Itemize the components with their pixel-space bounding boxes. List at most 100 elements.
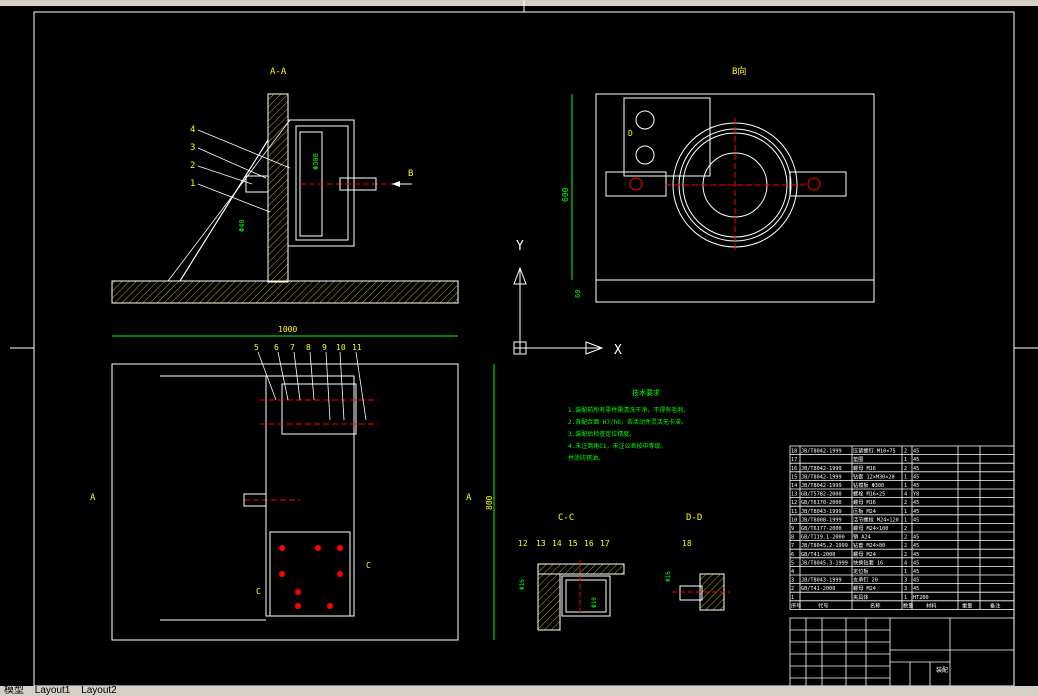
svg-text:11: 11	[352, 343, 362, 352]
bolt-holes	[279, 545, 343, 609]
balloons-top: 5 6 7 8 9 10 11	[254, 343, 362, 352]
bom-cell-name: 钻套 M24×80	[853, 541, 885, 549]
svg-text:14: 14	[552, 539, 562, 548]
bom-cell-name: 定位板	[853, 567, 869, 575]
bom-cell-name: 螺母 M16	[853, 498, 876, 506]
bom-cell-qty: 2	[904, 543, 907, 549]
bom-cell-code: JB/T8042-1999	[801, 474, 842, 480]
title-block: 装配	[789, 617, 1015, 687]
bom-cell-code: GB/T6170-2000	[801, 500, 842, 506]
svg-text:7: 7	[290, 343, 295, 352]
svg-text:12: 12	[518, 539, 528, 548]
bom-cell-material: 45	[913, 569, 919, 575]
bom-cell-no: 5	[791, 560, 794, 566]
bom-cell-no: 3	[791, 578, 794, 584]
bom-cell-name: 支承钉 20	[853, 576, 878, 584]
bom-cell-code: GB/T41-2000	[801, 586, 835, 592]
bom-cell-name: 螺母 M16	[853, 464, 876, 472]
bom-cell-no: 11	[791, 509, 797, 515]
bom-cell-no: 6	[791, 552, 794, 558]
bom-cell-code: JB/T8042-1999	[801, 466, 842, 472]
section-a-right: A	[466, 493, 472, 503]
svg-text:3.装配后检查定位精度。: 3.装配后检查定位精度。	[568, 430, 635, 438]
section-aa-view[interactable]: A-A Φ308 Φ40 B 4 3 2 1	[111, 67, 459, 304]
svg-text:10: 10	[336, 343, 346, 352]
section-c-mark: C	[366, 561, 371, 570]
bom-cell-qty: 3	[904, 578, 907, 584]
svg-text:3: 3	[190, 143, 195, 153]
section-c-mark-2: C	[256, 587, 261, 596]
axis-x-label: X	[614, 343, 622, 358]
bom-cell-code: GB/T41-2000	[801, 552, 835, 558]
svg-text:6: 6	[274, 343, 279, 352]
bom-cell-material: Y8	[913, 492, 919, 498]
svg-text:并涂防锈油。: 并涂防锈油。	[568, 454, 604, 462]
bom-cell-qty: 1	[904, 517, 907, 523]
bom-cell-code: JB/T8042-1999	[801, 483, 842, 489]
bom-cell-material: 45	[913, 586, 919, 592]
bom-cell-no: 4	[791, 569, 794, 575]
section-aa-label: A-A	[270, 67, 287, 77]
dim-60: 60	[574, 290, 582, 298]
bom-cell-name: 活节螺栓 M24×120	[853, 515, 899, 523]
tech-requirements: 技术要求 1.装配前所有零件需清洗干净，不得有毛刺。 2.各配合面 H7/h6，…	[568, 388, 689, 462]
svg-text:技术要求: 技术要求	[632, 388, 660, 397]
dim-600: 600	[561, 187, 570, 202]
svg-text:16: 16	[584, 539, 594, 548]
bom-header-note: 备注	[990, 601, 1000, 609]
drill-plate-assembly	[287, 119, 355, 247]
bom-cell-no: 17	[791, 457, 797, 463]
bom-cell-qty: 1	[904, 569, 907, 575]
front-view[interactable]: 1000 800 A A C C 5 6 7 8 9 10 11	[90, 325, 495, 641]
bom-cell-material: 45	[913, 500, 919, 506]
bom-header-no: 序号	[791, 601, 801, 609]
ucs-icon: Y X	[513, 239, 622, 358]
bom-header-code: 代号	[818, 601, 828, 609]
tab-model[interactable]: 模型	[4, 686, 24, 696]
bom-cell-code: JB/T8043-1999	[801, 578, 842, 584]
section-dd-view[interactable]: D-D 18 Φ16	[665, 513, 730, 611]
bom-cell-qty: 2	[904, 526, 907, 532]
bom-cell-code: GB/T6177-2000	[801, 526, 842, 532]
bom-cell-no: 14	[791, 483, 797, 489]
bom-cell-code: GB/T5782-2000	[801, 492, 842, 498]
dim-1000: 1000	[278, 325, 297, 334]
bom-cell-no: 13	[791, 492, 797, 498]
svg-text:17: 17	[600, 539, 610, 548]
balloons-cc: 12 13 14 15 16 17	[518, 539, 610, 548]
bom-cell-name: 销 A24	[853, 533, 871, 541]
bom-cell-material: 45	[913, 509, 919, 515]
bom-cell-material: 45	[913, 449, 919, 455]
bom-cell-material: 45	[913, 535, 919, 541]
dim-800: 800	[485, 495, 494, 510]
tab-layout2[interactable]: Layout2	[81, 686, 117, 696]
bom-cell-name: 钻套 12×M30×20	[853, 472, 895, 480]
section-cc-view[interactable]: C-C 12 13 14 15 16 17 Φ16 Φ10	[518, 513, 625, 631]
bom-cell-material: 45	[913, 578, 919, 584]
bom-cell-name: 夹具体	[853, 593, 869, 601]
tab-layout1[interactable]: Layout1	[34, 686, 71, 696]
vertical-column	[267, 93, 289, 283]
balloon-18: 18	[682, 539, 692, 548]
window-top-strip	[0, 0, 1038, 6]
axis-y-label: Y	[516, 239, 524, 254]
bom-cell-qty: 3	[904, 586, 907, 592]
arrow-b-label: B	[408, 169, 413, 179]
bom-cell-no: 2	[791, 586, 794, 592]
svg-text:5: 5	[254, 343, 259, 352]
svg-text:9: 9	[322, 343, 327, 352]
bom-cell-code: JB/T8045.2-1999	[801, 543, 848, 549]
view-b[interactable]: B向 D 600 60	[561, 65, 875, 303]
bom-cell-name: 螺母 M24	[853, 584, 876, 592]
layout-tabs[interactable]: 模型 Layout1 Layout2	[0, 686, 1038, 696]
bom-cell-material: 45	[913, 466, 919, 472]
bom-cell-no: 15	[791, 474, 797, 480]
bom-cell-name: 快换钻套 16	[853, 558, 883, 566]
svg-text:13: 13	[536, 539, 546, 548]
view-b-outline	[595, 93, 875, 303]
dim-phi40: Φ40	[238, 219, 246, 232]
bom-cell-no: 18	[791, 449, 797, 455]
bom-cell-qty: 2	[904, 500, 907, 506]
